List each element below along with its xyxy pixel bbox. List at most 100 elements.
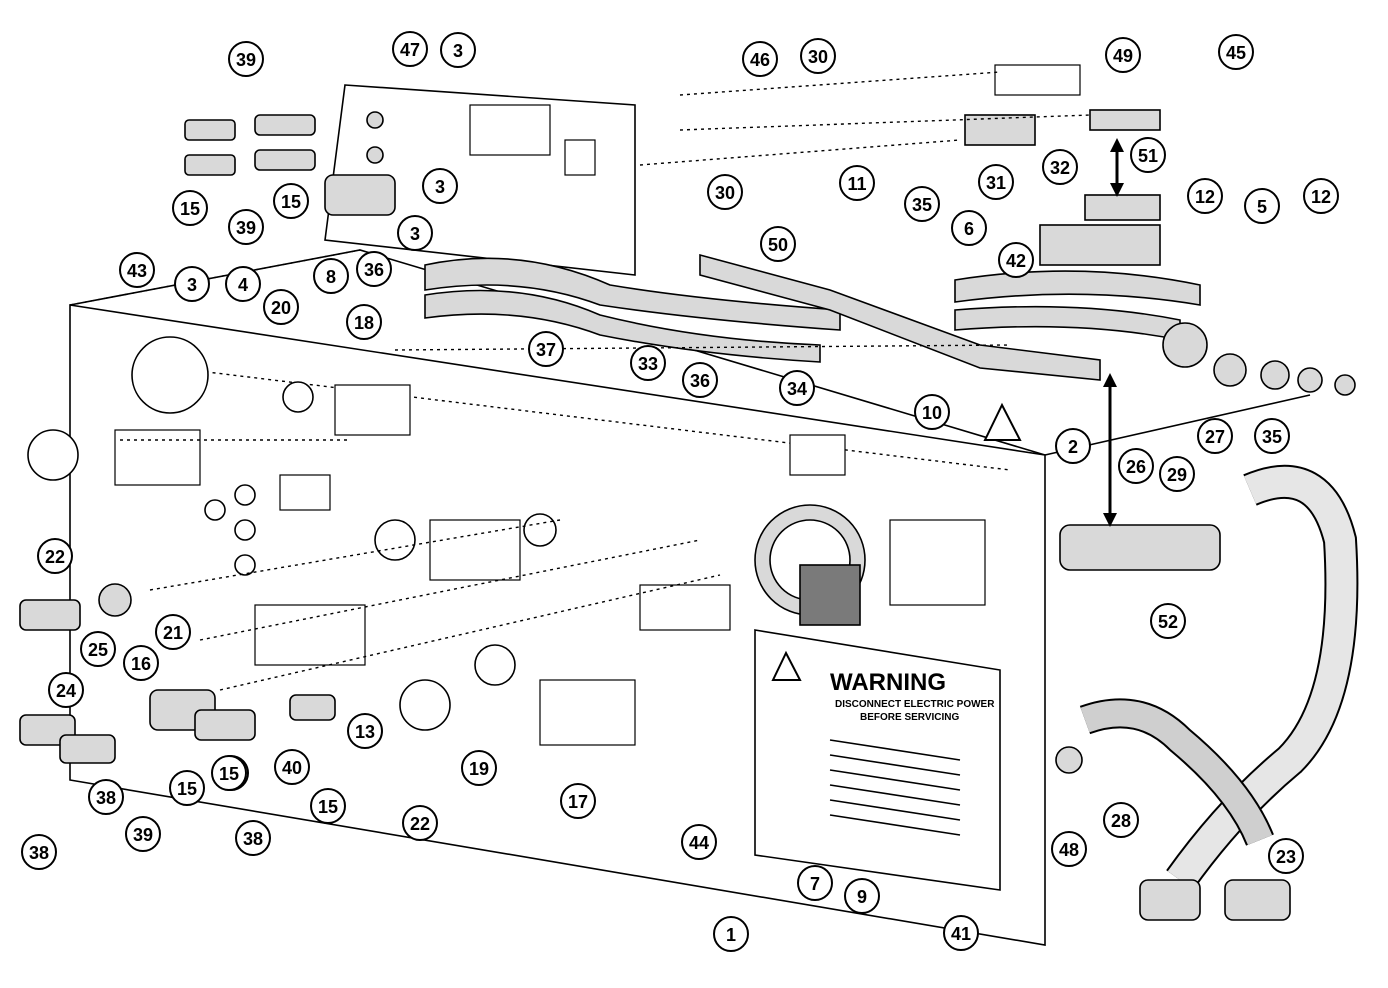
callout-48: 48 [1051, 831, 1087, 867]
callout-number: 3 [187, 275, 197, 295]
callout-number: 12 [1195, 187, 1215, 207]
callout-circle [397, 215, 433, 251]
callout-number: 15 [180, 199, 200, 219]
callout-number: 38 [243, 829, 263, 849]
warning-subtitle-2: BEFORE SERVICING [860, 712, 959, 723]
callout-34: 34 [779, 370, 815, 406]
callout-number: 9 [857, 887, 867, 907]
callout-number: 45 [1226, 43, 1246, 63]
callout-circle [681, 824, 717, 860]
door-assembly [754, 434, 986, 626]
callout-circle [760, 226, 796, 262]
callout-circle [125, 816, 161, 852]
callout-49: 49 [1105, 37, 1141, 73]
knockout [399, 679, 451, 731]
callout-22: 22 [402, 805, 438, 841]
callout-number: 22 [45, 547, 65, 567]
callout-3: 3 [440, 32, 476, 68]
callout-15: 15 [211, 755, 247, 791]
callout-circle [235, 820, 271, 856]
callout-3: 3 [174, 266, 210, 302]
callout-circle [998, 242, 1034, 278]
callout-circle [713, 916, 749, 952]
callout-circle [528, 331, 564, 367]
callout-23: 23 [1268, 838, 1304, 874]
callout-51: 51 [1130, 137, 1166, 173]
callout-19: 19 [461, 750, 497, 786]
callout-number: 30 [715, 183, 735, 203]
callout-33: 33 [630, 345, 666, 381]
callout-30: 30 [800, 38, 836, 74]
callout-1: 1 [713, 916, 749, 952]
callout-25: 25 [80, 631, 116, 667]
callout-circle [1051, 831, 1087, 867]
callout-number: 38 [96, 788, 116, 808]
callout-number: 16 [131, 654, 151, 674]
callout-circle [797, 865, 833, 901]
info-label-1 [334, 384, 411, 436]
callout-52: 52 [1150, 603, 1186, 639]
callout-7: 7 [797, 865, 833, 901]
callout-number: 17 [568, 792, 588, 812]
callout-20: 20 [263, 289, 299, 325]
callout-number: 51 [1138, 146, 1158, 166]
callout-5: 5 [1244, 188, 1280, 224]
callout-circle [37, 538, 73, 574]
callout-number: 48 [1059, 840, 1079, 860]
callout-number: 3 [435, 177, 445, 197]
callout-number: 20 [271, 298, 291, 318]
callout-circle [263, 289, 299, 325]
warning-subtitle-1: DISCONNECT ELECTRIC POWER [835, 699, 995, 710]
callout-circle [1055, 428, 1091, 464]
callout-circle [630, 345, 666, 381]
callout-43: 43 [119, 252, 155, 288]
callout-circle [1105, 37, 1141, 73]
rating-label [114, 429, 201, 486]
callout-18: 18 [346, 304, 382, 340]
manufacturer-plate [254, 604, 366, 666]
callout-circle [155, 614, 191, 650]
knockout [204, 499, 226, 521]
callout-circle [461, 750, 497, 786]
callout-number: 31 [986, 173, 1006, 193]
callout-number: 29 [1167, 465, 1187, 485]
callout-number: 40 [282, 758, 302, 778]
callout-39: 39 [125, 816, 161, 852]
callout-number: 6 [964, 219, 974, 239]
callout-circle [839, 165, 875, 201]
callout-number: 35 [912, 195, 932, 215]
callout-circle [904, 186, 940, 222]
callout-number: 34 [787, 379, 807, 399]
callout-number: 18 [354, 313, 374, 333]
callout-27: 27 [1197, 418, 1233, 454]
callout-number: 10 [922, 403, 942, 423]
callout-circle [1150, 603, 1186, 639]
callout-number: 12 [1311, 187, 1331, 207]
callout-35: 35 [904, 186, 940, 222]
callout-circle [21, 834, 57, 870]
callout-circle [48, 672, 84, 708]
callout-circle [560, 783, 596, 819]
callout-circle [1218, 34, 1254, 70]
callout-21: 21 [155, 614, 191, 650]
knockout [374, 519, 416, 561]
callout-group: 1233334567891011121213141515151515161718… [21, 31, 1339, 952]
callout-number: 28 [1111, 811, 1131, 831]
callout-31: 31 [978, 164, 1014, 200]
callout-number: 38 [29, 843, 49, 863]
callout-39: 39 [228, 209, 264, 245]
callout-circle [1303, 178, 1339, 214]
callout-number: 4 [238, 275, 248, 295]
callout-12: 12 [1187, 178, 1223, 214]
callout-number: 27 [1205, 427, 1225, 447]
callout-15: 15 [310, 788, 346, 824]
callout-circle [951, 210, 987, 246]
callout-circle [1042, 149, 1078, 185]
high-voltage-icon [983, 402, 1022, 441]
callout-42: 42 [998, 242, 1034, 278]
callout-circle [273, 183, 309, 219]
callout-circle [1103, 802, 1139, 838]
callout-circle [313, 258, 349, 294]
callout-circle [88, 779, 124, 815]
